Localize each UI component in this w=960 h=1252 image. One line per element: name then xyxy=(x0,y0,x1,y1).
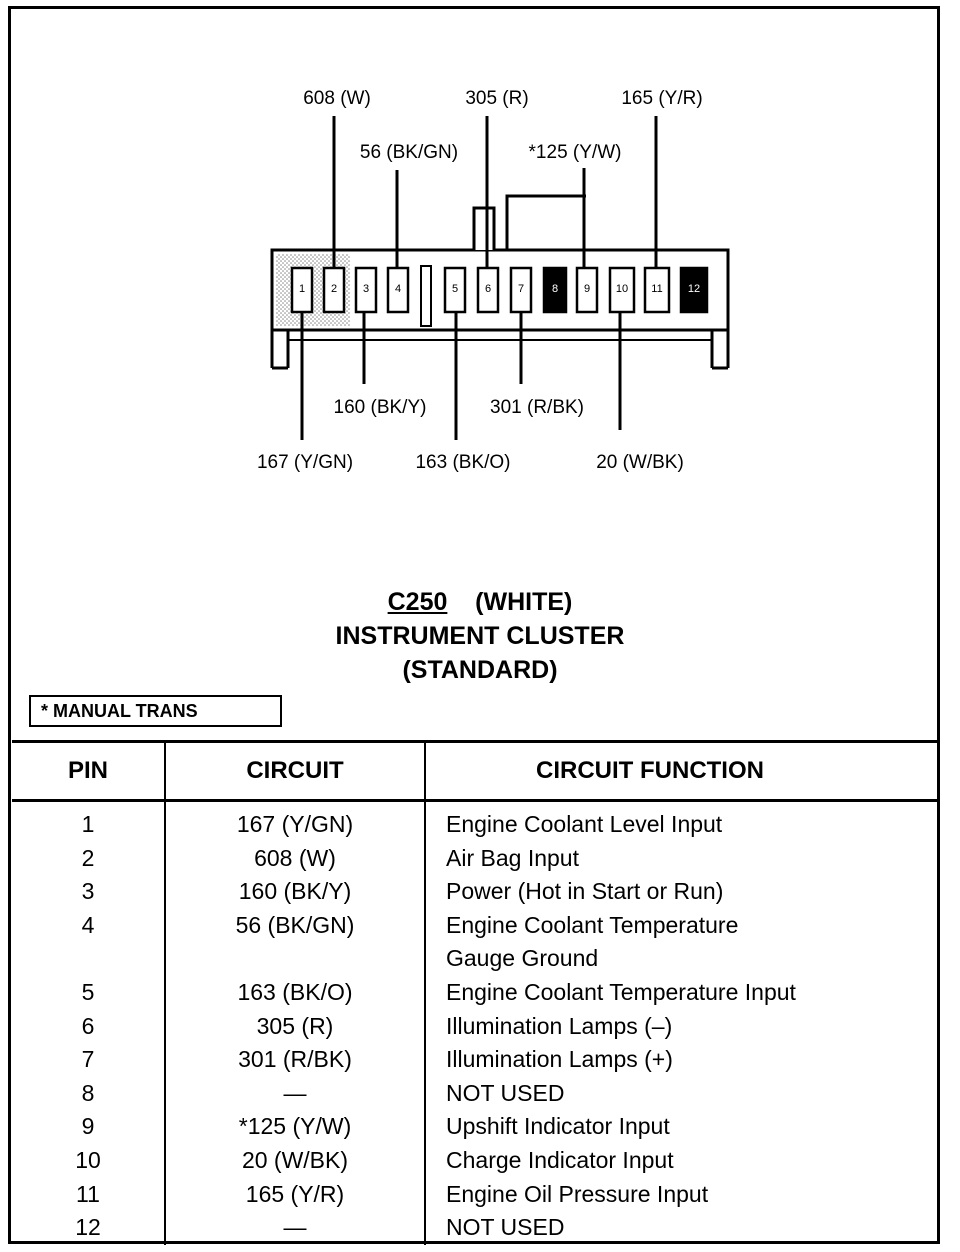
pin-number: 9 xyxy=(583,283,591,295)
function-cell: NOT USED xyxy=(425,1211,938,1245)
pin-number: 3 xyxy=(362,283,370,295)
header-pin: PIN xyxy=(12,740,166,802)
function-text: Power (Hot in Start or Run) xyxy=(446,878,724,905)
wire-label: *125 (Y/W) xyxy=(528,142,622,163)
function-cell: Illumination Lamps (–) xyxy=(425,1010,938,1044)
circuit-cell: 167 (Y/GN) xyxy=(165,800,426,842)
function-cell: Engine Coolant Temperature Input xyxy=(425,976,938,1010)
circuit-cell: 163 (BK/O) xyxy=(165,975,426,1010)
wire-label: 56 (BK/GN) xyxy=(359,142,459,163)
function-text: NOT USED xyxy=(446,1079,565,1106)
circuit-cell: — xyxy=(165,1211,426,1245)
table-row: 9*125 (Y/W) Upshift Indicator Input xyxy=(12,1110,938,1144)
function-cell: Power (Hot in Start or Run) xyxy=(425,875,938,909)
pin-number: 2 xyxy=(330,283,338,295)
wire-label: 163 (BK/O) xyxy=(415,452,511,473)
pin-number: 4 xyxy=(394,283,402,295)
circuit-cell: 608 (W) xyxy=(165,841,426,876)
function-text: Engine Oil Pressure Input xyxy=(446,1180,709,1207)
pin-cell: 4 xyxy=(12,908,166,976)
pin-cell: 7 xyxy=(12,1043,166,1077)
circuit-cell: 56 (BK/GN) xyxy=(165,908,426,976)
pin-number: 5 xyxy=(451,283,459,295)
function-text: Engine Coolant Temperature xyxy=(446,911,739,938)
circuit-cell: 305 (R) xyxy=(165,1009,426,1044)
page-frame xyxy=(8,6,940,1244)
pin-number: 7 xyxy=(517,283,525,295)
function-text: Illumination Lamps (+) xyxy=(446,1046,673,1073)
wire-label: 165 (Y/R) xyxy=(621,88,703,109)
circuit-cell: *125 (Y/W) xyxy=(165,1110,426,1144)
function-cell: Engine Oil Pressure Input xyxy=(425,1178,938,1212)
table-row: 12— NOT USED xyxy=(12,1211,938,1245)
pin-cell: 3 xyxy=(12,875,166,909)
pin-cavities xyxy=(290,266,709,314)
connector-color: (WHITE) xyxy=(475,588,573,616)
pin-cell: 9 xyxy=(12,1110,166,1144)
connector-diagram xyxy=(270,116,730,440)
pin-number: 1 xyxy=(298,283,306,295)
function-text: Engine Coolant Temperature Input xyxy=(446,978,796,1005)
connector-id: C250 xyxy=(387,588,448,616)
manual-trans-note: * MANUAL TRANS xyxy=(29,695,282,727)
pin-cell: 10 xyxy=(12,1143,166,1178)
pin-number: 10 xyxy=(615,283,629,295)
wire-label: 305 (R) xyxy=(465,88,529,109)
function-cell: Illumination Lamps (+) xyxy=(425,1043,938,1077)
wire-leaders xyxy=(300,116,658,440)
function-cell: Air Bag Input xyxy=(425,842,938,876)
pin-cell: 6 xyxy=(12,1009,166,1044)
function-text: NOT USED xyxy=(446,1214,565,1241)
connector-title: C250 (WHITE) INSTRUMENT CLUSTER (STANDAR… xyxy=(0,585,960,687)
wire-label: 20 (W/BK) xyxy=(596,452,684,473)
pin-cell: 5 xyxy=(12,975,166,1010)
function-cell: Engine Coolant Level Input xyxy=(425,801,938,842)
function-cell: Upshift Indicator Input xyxy=(425,1110,938,1144)
function-cell: NOT USED xyxy=(425,1077,938,1111)
connector-variant: (STANDARD) xyxy=(402,656,558,684)
circuit-cell: 301 (R/BK) xyxy=(165,1043,426,1077)
function-text: Upshift Indicator Input xyxy=(446,1113,670,1140)
circuit-cell: 20 (W/BK) xyxy=(165,1143,426,1178)
pin-number-unused: 12 xyxy=(687,283,701,295)
wire-label: 608 (W) xyxy=(303,88,371,109)
pin-cell: 12 xyxy=(12,1211,166,1245)
pin-cell: 11 xyxy=(12,1177,166,1212)
pin-number-unused: 8 xyxy=(551,283,559,295)
pin-cell: 8 xyxy=(12,1076,166,1111)
pin-cell: 1 xyxy=(12,800,166,842)
connector-name: INSTRUMENT CLUSTER xyxy=(335,622,625,650)
circuit-cell: 165 (Y/R) xyxy=(165,1177,426,1212)
circuit-cell: 160 (BK/Y) xyxy=(165,875,426,909)
function-text: Charge Indicator Input xyxy=(446,1146,674,1173)
function-text: Illumination Lamps (–) xyxy=(446,1012,673,1039)
circuit-cell: — xyxy=(165,1076,426,1111)
pin-cell: 2 xyxy=(12,841,166,876)
function-text: Air Bag Input xyxy=(446,844,579,871)
pin-number: 6 xyxy=(484,283,492,295)
connector-id-line: C250 (WHITE) xyxy=(0,585,960,619)
wire-label: 160 (BK/Y) xyxy=(333,397,427,418)
pin-number: 11 xyxy=(651,283,663,295)
header-circuit-function: CIRCUIT FUNCTION xyxy=(425,740,938,802)
function-text: Engine Coolant Level Input xyxy=(446,811,723,837)
wire-label: 301 (R/BK) xyxy=(490,397,584,418)
wire-label: 167 (Y/GN) xyxy=(256,452,354,473)
table-row: 8— NOT USED xyxy=(12,1076,938,1111)
header-circuit: CIRCUIT xyxy=(165,740,426,802)
function-cell: Charge Indicator Input xyxy=(425,1144,938,1178)
function-text-line2: Gauge Ground xyxy=(446,945,599,972)
